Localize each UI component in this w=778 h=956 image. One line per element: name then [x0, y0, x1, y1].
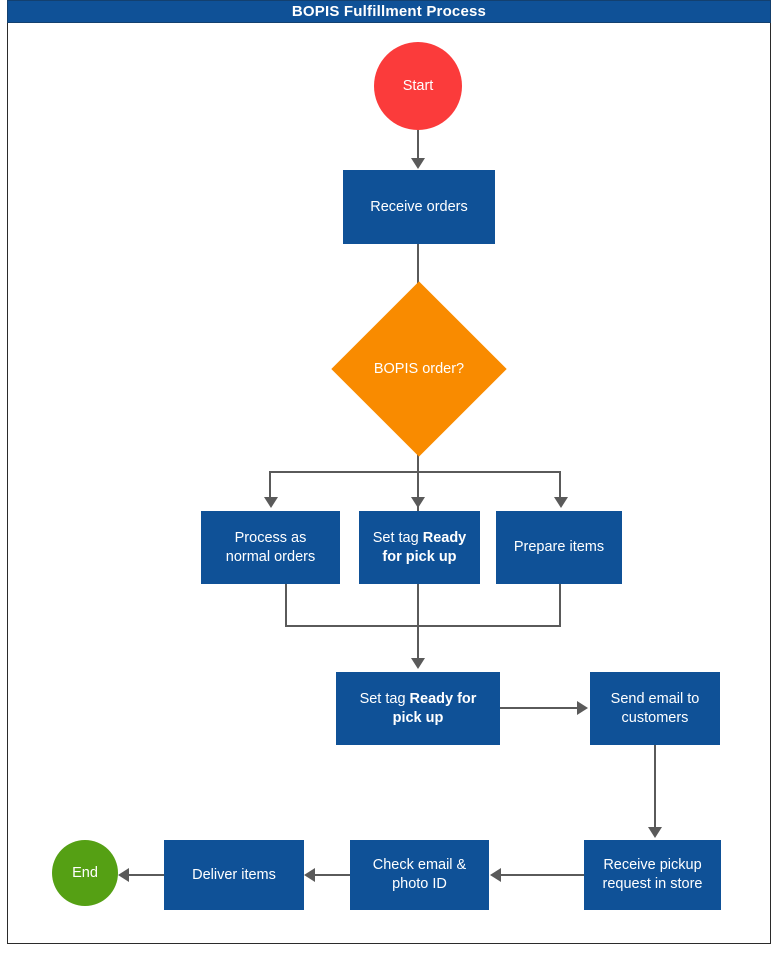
arrowhead-send-email: [577, 701, 588, 715]
node-receive-pickup-line2: request in store: [602, 876, 703, 892]
node-set-tag-ready-branch[interactable]: Set tag Ready for pick up: [359, 511, 480, 584]
connector-prepare-merge-drop: [559, 584, 561, 627]
node-receive-orders-label: Receive orders: [370, 198, 468, 215]
node-send-email-line2: customers: [621, 709, 689, 726]
connector-settag-to-sendemail: [500, 707, 578, 709]
node-process-normal-line2: normal orders: [225, 548, 316, 565]
node-set-tag-branch-prefix: Set tag: [372, 529, 423, 546]
node-set-tag-branch-bold1: Ready: [422, 529, 467, 546]
arrowhead-check-email: [490, 868, 501, 882]
node-end[interactable]: End: [52, 840, 118, 906]
arrowhead-set-tag-branch: [411, 497, 425, 508]
node-check-email-photo-id[interactable]: Check email & photo ID: [350, 840, 489, 910]
node-set-tag-ready-main[interactable]: Set tag Ready for pick up: [336, 672, 500, 745]
node-start-label: Start: [402, 77, 434, 94]
connector-checkemail-to-deliver: [315, 874, 350, 876]
node-send-email-label: Send email to customers: [611, 690, 700, 728]
page-title: BOPIS Fulfillment Process: [291, 3, 487, 20]
connector-merge-stem: [417, 584, 419, 659]
connector-receive-to-decision: [417, 244, 419, 294]
node-set-tag-main-prefix: Set tag: [359, 690, 410, 707]
node-process-as-normal-orders[interactable]: Process as normal orders: [201, 511, 340, 584]
connector-start-to-receive: [417, 130, 419, 159]
arrowhead-deliver-items: [304, 868, 315, 882]
node-receive-pickup-line1: Receive pickup: [603, 857, 702, 873]
connector-sendemail-to-receivepickup: [654, 745, 656, 828]
node-set-tag-branch-label: Set tag Ready for pick up: [373, 529, 467, 567]
node-deliver-items-label: Deliver items: [192, 866, 276, 883]
node-receive-pickup-label: Receive pickup request in store: [603, 856, 703, 894]
node-set-tag-branch-bold2: for pick up: [382, 548, 457, 565]
connector-branch-bus: [269, 471, 561, 473]
diagram-title-bar: BOPIS Fulfillment Process: [7, 0, 771, 23]
arrowhead-set-tag-main: [411, 658, 425, 669]
node-receive-pickup-request[interactable]: Receive pickup request in store: [584, 840, 721, 910]
node-set-tag-main-label: Set tag Ready for pick up: [360, 690, 477, 728]
node-set-tag-main-bold1: Ready for: [409, 690, 477, 707]
arrowhead-process-normal: [264, 497, 278, 508]
node-prepare-items-label: Prepare items: [513, 539, 605, 555]
node-check-email-label: Check email & photo ID: [373, 856, 466, 894]
connector-merge-bus: [285, 625, 561, 627]
connector-deliver-to-end: [129, 874, 164, 876]
node-process-normal-line1: Process as: [234, 529, 307, 546]
node-check-email-line1: Check email &: [372, 857, 467, 873]
node-decision-label: BOPIS order?: [373, 360, 465, 377]
connector-normal-merge-drop: [285, 584, 287, 627]
connector-receivepickup-to-checkemail: [501, 874, 584, 876]
node-deliver-items[interactable]: Deliver items: [164, 840, 304, 910]
connector-branch-left-drop: [269, 471, 271, 498]
node-prepare-items[interactable]: Prepare items: [496, 511, 622, 584]
node-send-email-to-customers[interactable]: Send email to customers: [590, 672, 720, 745]
arrowhead-receive-pickup: [648, 827, 662, 838]
node-send-email-line1: Send email to: [610, 690, 700, 707]
node-process-normal-label: Process as normal orders: [226, 529, 315, 567]
arrowhead-receive-orders: [411, 158, 425, 169]
arrowhead-prepare-items: [554, 497, 568, 508]
arrowhead-end: [118, 868, 129, 882]
node-start[interactable]: Start: [374, 42, 462, 130]
connector-branch-right-drop: [559, 471, 561, 498]
node-receive-orders[interactable]: Receive orders: [343, 170, 495, 244]
node-end-label: End: [72, 864, 98, 881]
node-decision-bopis-order[interactable]: BOPIS order?: [331, 281, 507, 457]
node-check-email-line2: photo ID: [392, 876, 447, 892]
node-set-tag-main-bold2: pick up: [392, 709, 444, 726]
